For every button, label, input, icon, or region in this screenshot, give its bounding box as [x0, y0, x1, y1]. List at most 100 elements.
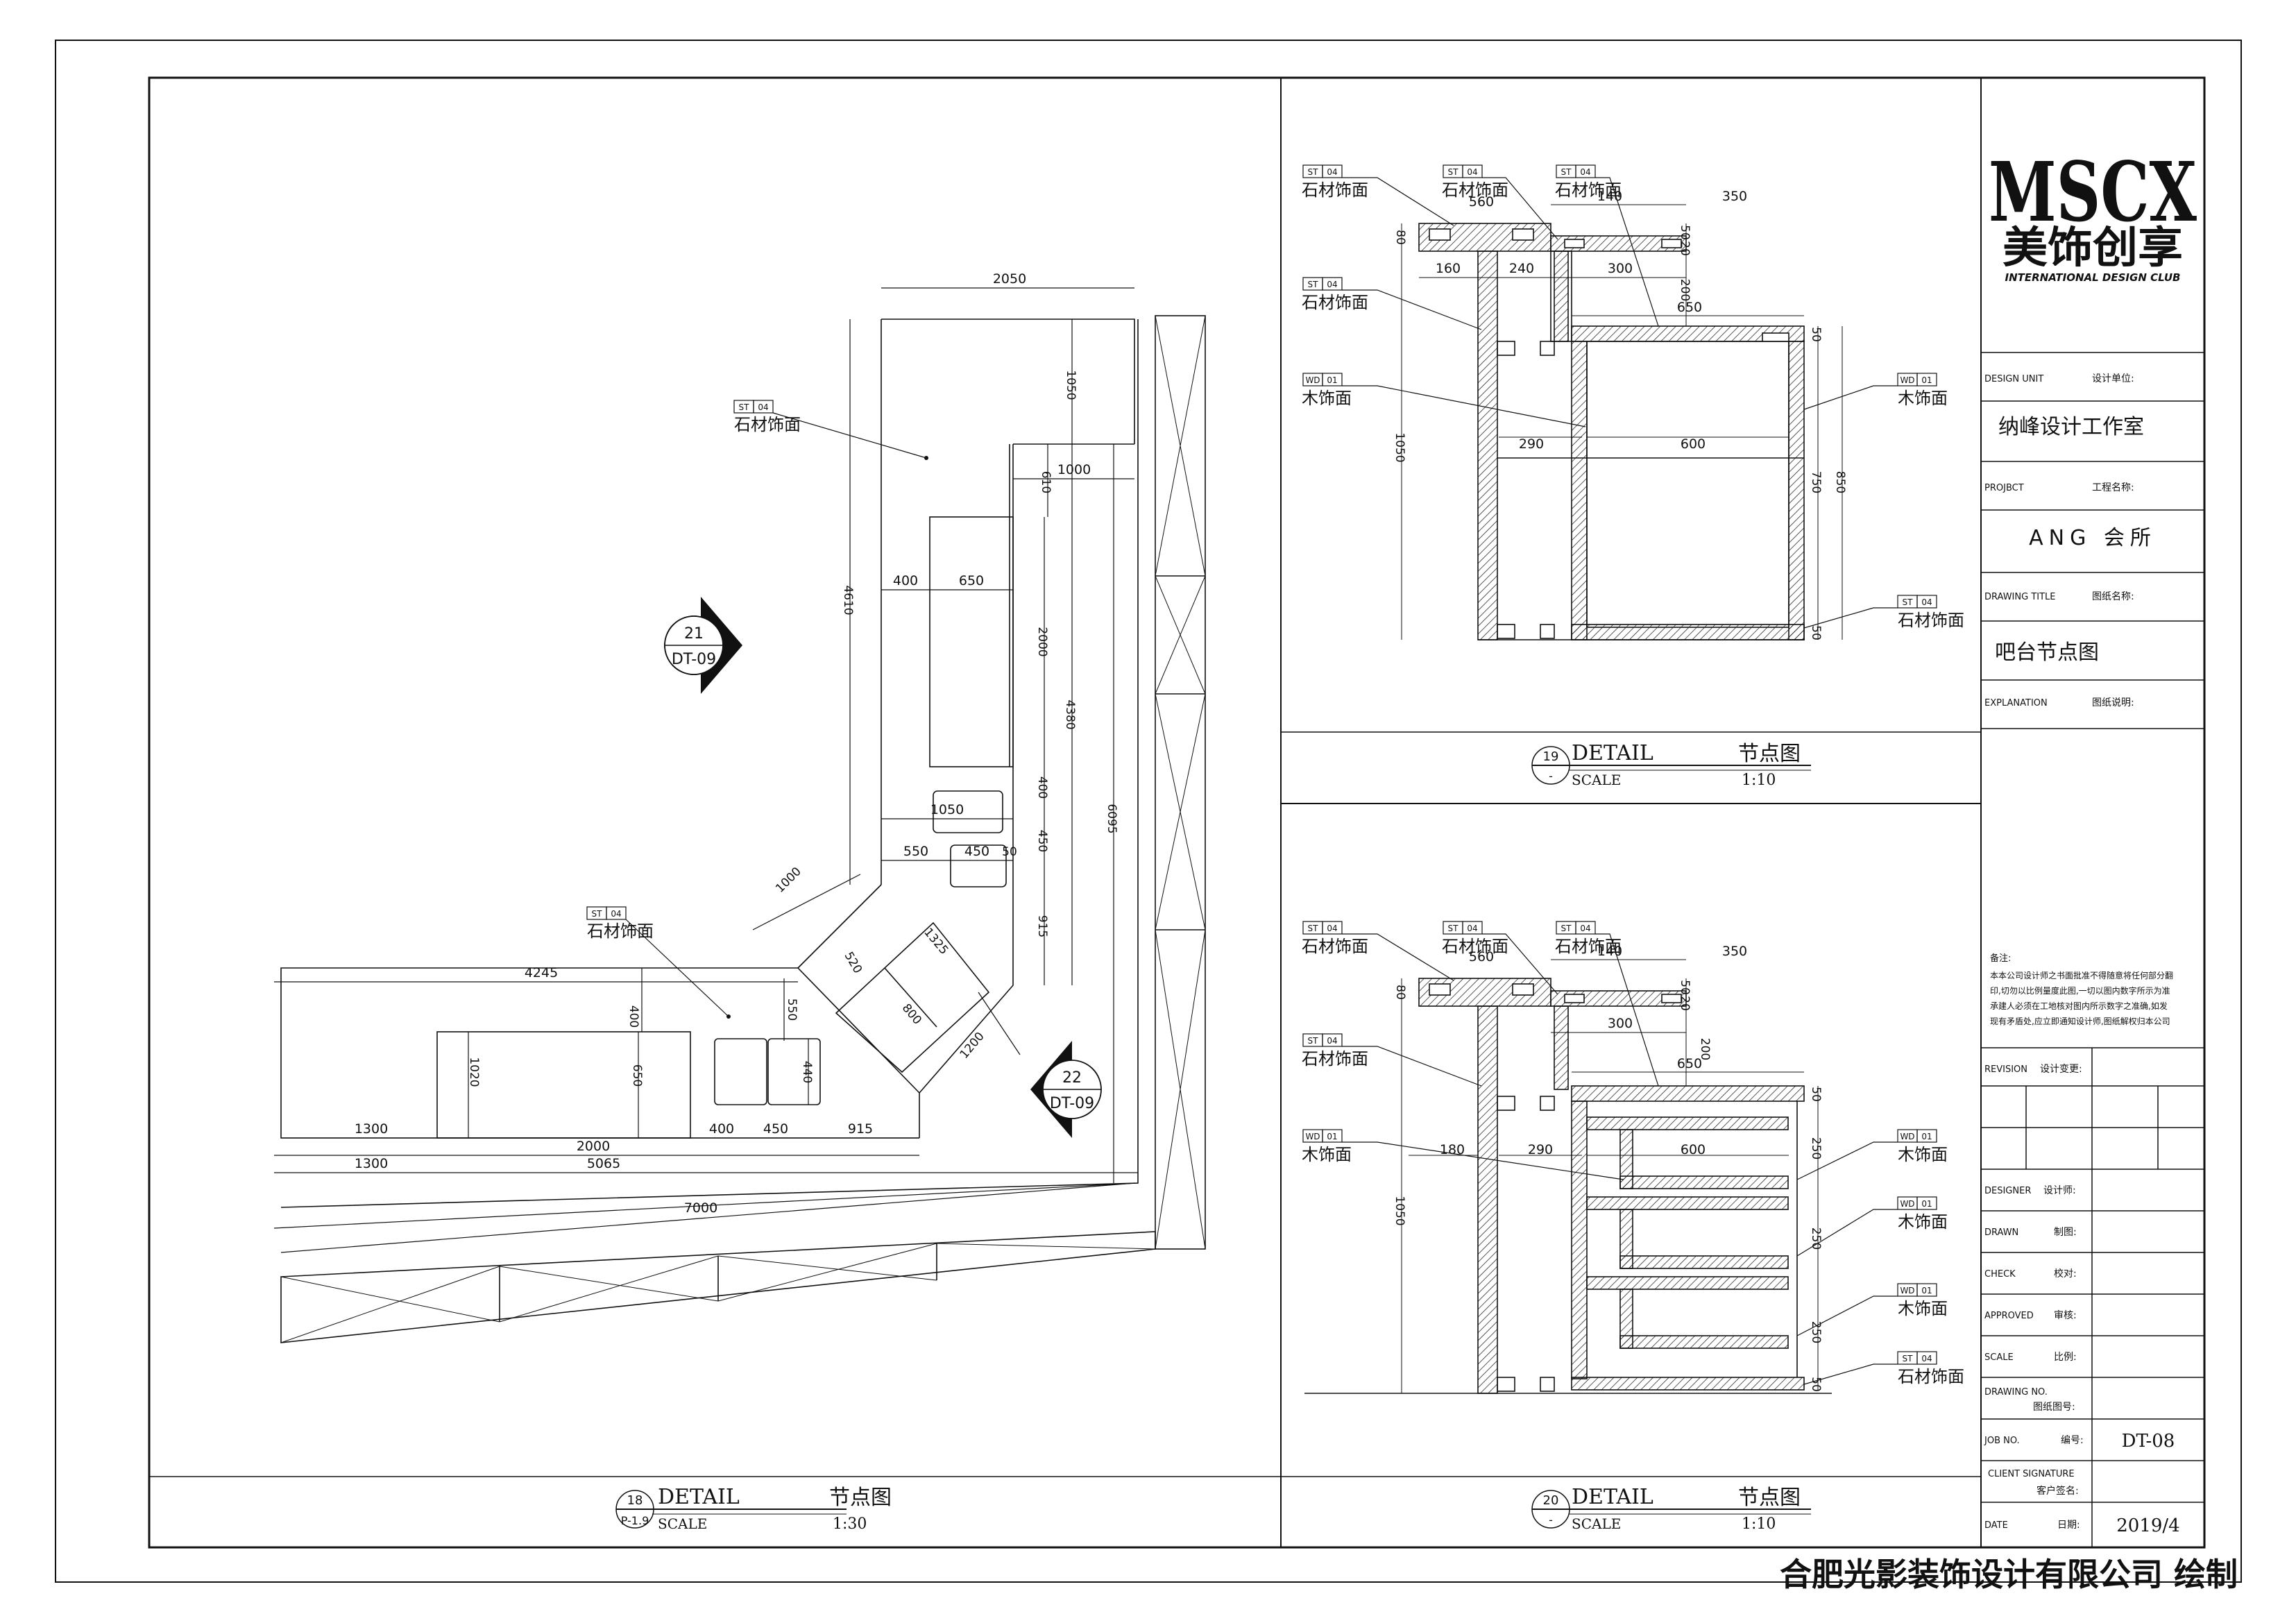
detail-19-title: DETAIL: [1572, 741, 1653, 765]
bar-plan: [280, 315, 1206, 1343]
detail-19-num: 19: [1543, 749, 1559, 764]
s20-dim-200: 200: [1698, 1038, 1712, 1060]
section-19-dim-texts: 560 140 350 80 50 20 160 240 300 200 650…: [1393, 189, 1847, 640]
tag-label: 木饰面: [1898, 389, 1948, 408]
s20-dim-600: 600: [1681, 1142, 1706, 1157]
tag-code: ST: [739, 402, 750, 412]
dim-7000: 7000: [684, 1200, 717, 1216]
detail-title-18: 18 P-1.9 DETAIL 节点图 SCALE 1:30: [615, 1485, 892, 1533]
drawing-no-en: DRAWING NO.: [1984, 1387, 2048, 1397]
s20-dim-560: 560: [1469, 949, 1494, 965]
project-en: PROJBCT: [1984, 483, 2024, 493]
section-20: [1304, 978, 1832, 1394]
tag-label: 木饰面: [1302, 389, 1352, 408]
section-22-ref: DT-09: [1050, 1095, 1094, 1112]
tag-num: 04: [1580, 167, 1590, 177]
s20-dim-250-b: 250: [1809, 1227, 1823, 1250]
client-en: CLIENT SIGNATURE: [1988, 1469, 2075, 1479]
s19-dim-850: 850: [1833, 471, 1847, 493]
tag-num: 04: [1580, 924, 1590, 933]
s20-dim-50: 50: [1678, 980, 1692, 995]
s19-dim-50-c: 50: [1809, 625, 1823, 640]
dim-450-c: 450: [763, 1121, 788, 1137]
tag-label: 石材饰面: [1555, 180, 1622, 200]
dim-550-b: 550: [785, 999, 799, 1021]
s19-dim-20: 20: [1678, 241, 1692, 256]
tag-code: WD: [1900, 1199, 1914, 1209]
dim-2000-a: 2000: [1035, 627, 1049, 656]
plan-tag-stone-1: ST 04 石材饰面: [733, 400, 928, 460]
plan-tag-stone-2: ST 04 石材饰面: [586, 906, 731, 1019]
drawing-no-cn: 图纸图号:: [2033, 1402, 2075, 1413]
section-20-dim-texts: 560 140 350 80 50 20 300 200 650 180 290…: [1393, 944, 1823, 1392]
detail-19-title-cn: 节点图: [1738, 742, 1801, 766]
tag-code: ST: [1308, 280, 1319, 289]
detail-19-scale-label: SCALE: [1572, 772, 1621, 788]
tag-num: 04: [1327, 1036, 1337, 1046]
drawing-title-cn: 图纸名称:: [2092, 591, 2134, 602]
s19-dim-160: 160: [1436, 261, 1461, 276]
dim-4610: 4610: [841, 585, 855, 615]
sheet-frames: [55, 40, 2242, 1583]
s20-dim-50-b: 50: [1809, 1087, 1823, 1102]
dim-1020: 1020: [467, 1057, 481, 1087]
logo-sub: INTERNATIONAL DESIGN CLUB: [2005, 271, 2181, 284]
dim-1000-b: 1000: [773, 865, 804, 896]
s19-tag-stone-5: ST 04 石材饰面: [1803, 595, 1964, 630]
s20-dim-650: 650: [1677, 1056, 1702, 1071]
tag-num: 01: [1327, 1132, 1337, 1141]
designer-en: DESIGNER: [1984, 1186, 2031, 1196]
detail-title-20: 20 - DETAIL 节点图 SCALE 1:10: [1531, 1485, 1811, 1533]
tag-label: 石材饰面: [1302, 293, 1368, 312]
s20-tag-stone-2: ST 04 石材饰面: [1442, 921, 1558, 995]
tag-code: ST: [1903, 1354, 1914, 1363]
tag-code: ST: [1561, 924, 1572, 933]
s19-dim-240: 240: [1509, 261, 1534, 276]
revision-en: REVISION: [1984, 1064, 2027, 1075]
job-no-value: DT-08: [2122, 1431, 2175, 1452]
tag-label: 木饰面: [1898, 1299, 1948, 1318]
notes-line-4: 现有矛盾处,应立即通知设计师,图纸解权归本公司: [1990, 1016, 2170, 1026]
s19-dim-750: 750: [1809, 471, 1823, 493]
tag-label: 石材饰面: [587, 921, 654, 941]
s20-dim-180: 180: [1440, 1142, 1465, 1157]
title-block-texts: DESIGN UNIT 设计单位: 纳峰设计工作室 PROJBCT 工程名称: …: [1984, 373, 2180, 1536]
tag-code: WD: [1305, 375, 1320, 385]
dim-5065: 5065: [587, 1156, 620, 1171]
tag-label: 石材饰面: [1442, 180, 1508, 200]
s20-tag-stone-3: ST 04 石材饰面: [1555, 921, 1659, 1087]
s20-dim-250-c: 250: [1809, 1321, 1823, 1343]
dim-610: 610: [1039, 471, 1053, 493]
tag-num: 01: [1921, 1286, 1932, 1295]
s20-dim-290: 290: [1528, 1142, 1553, 1157]
design-unit-cn: 设计单位:: [2092, 373, 2134, 384]
notes-head: 备注:: [1990, 953, 2011, 964]
logo-cn: 美饰创享: [2002, 222, 2183, 273]
s20-dim-350: 350: [1722, 944, 1747, 959]
dim-6095: 6095: [1105, 804, 1119, 833]
s19-dim-200: 200: [1678, 279, 1692, 301]
s19-dim-80: 80: [1393, 230, 1407, 245]
design-unit-en: DESIGN UNIT: [1984, 374, 2043, 384]
detail-20-title-cn: 节点图: [1738, 1486, 1801, 1510]
section-mark-21: 21 DT-09: [664, 597, 742, 694]
tag-code: WD: [1900, 1286, 1914, 1295]
dim-915-a: 915: [1035, 915, 1049, 937]
designer-cn: 设计师:: [2043, 1185, 2076, 1196]
detail-18-scale: 1:30: [833, 1515, 867, 1533]
s20-tag-wood-1: WD 01 木饰面: [1302, 1129, 1624, 1180]
dim-650-b: 650: [630, 1064, 644, 1087]
notes-line-3: 承建人必须在工地核对图内所示数字之准确,如发: [1990, 1001, 2168, 1011]
detail-20-scale-label: SCALE: [1572, 1515, 1621, 1532]
dim-1050-b: 1050: [930, 802, 964, 817]
tag-num: 04: [1921, 1354, 1932, 1363]
dim-1050-a: 1050: [1064, 370, 1078, 400]
tag-label: 石材饰面: [1302, 937, 1368, 956]
tag-label: 石材饰面: [1442, 937, 1508, 956]
dim-400-b: 400: [1035, 776, 1049, 799]
logo-mark: MSCX: [1989, 144, 2197, 240]
explanation-cn: 图纸说明:: [2092, 697, 2134, 708]
dim-400-a: 400: [893, 573, 918, 588]
dim-1200: 1200: [958, 1030, 987, 1062]
revision-cn: 设计变更:: [2040, 1064, 2082, 1075]
